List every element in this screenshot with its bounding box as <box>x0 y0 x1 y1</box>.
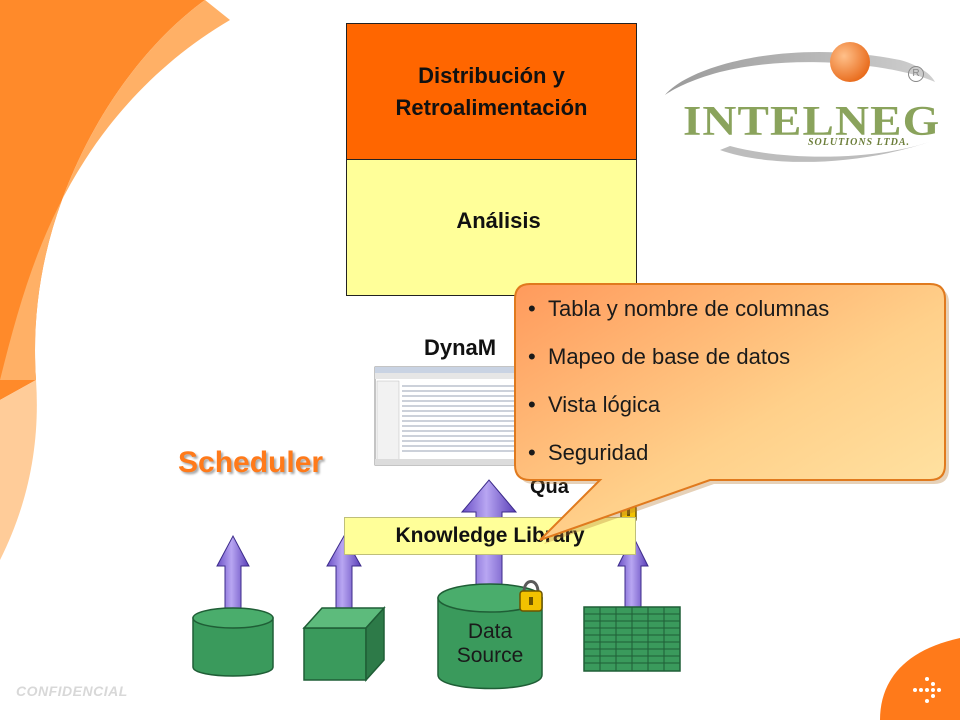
knowledge-library-bar: Knowledge Library <box>344 517 636 555</box>
up-arrow-icon <box>216 534 250 619</box>
callout-item: •Mapeo de base de datos <box>528 344 791 369</box>
confidential-label: CONFIDENCIAL <box>16 683 128 699</box>
scheduler-label: Scheduler <box>178 446 324 479</box>
callout-item: •Vista lógica <box>528 392 661 417</box>
query-label: Qua <box>530 476 569 498</box>
cube-icon <box>302 606 386 682</box>
analysis-label: Análisis <box>456 208 541 233</box>
intelneg-logo <box>665 42 935 162</box>
padlock-icon <box>519 580 543 612</box>
registered-mark: R <box>908 66 924 82</box>
spreadsheet-grid-icon <box>583 606 681 672</box>
logo-subtitle: SOLUTIONS LTDA. <box>808 137 911 148</box>
knowledge-library-label: Knowledge Library <box>395 524 585 547</box>
dotted-arrow-icon <box>913 677 941 703</box>
logo-wordmark: INTELNEG <box>683 99 941 145</box>
callout-item: •Tabla y nombre de columnas <box>528 296 830 321</box>
database-cylinder-icon <box>192 607 274 677</box>
left-swoosh-decoration <box>0 0 230 560</box>
callout-item: •Seguridad <box>528 440 649 465</box>
dynamic-report-screenshot <box>374 366 531 466</box>
corner-swoosh-decoration <box>880 638 960 720</box>
callout-list: •Tabla y nombre de columnas •Mapeo de ba… <box>528 290 829 482</box>
data-source-cylinder-icon <box>437 583 543 690</box>
dynamic-label: DynaM <box>424 335 497 360</box>
analysis-box <box>346 159 637 296</box>
